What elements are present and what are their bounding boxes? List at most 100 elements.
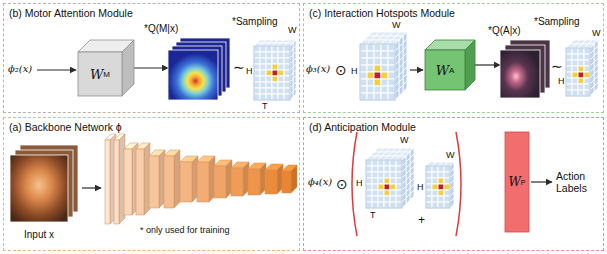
grid-cell	[367, 44, 374, 51]
grid-cell	[578, 48, 584, 54]
grid-cell	[378, 184, 384, 190]
bar-shape	[505, 132, 529, 232]
grid-cell	[284, 88, 290, 94]
grid-cell	[384, 196, 390, 202]
annotation-label: H	[356, 178, 363, 188]
grid-cell	[360, 44, 367, 51]
grid-cell	[438, 166, 444, 172]
caption-holder: *Q(M|x)	[144, 18, 178, 36]
grid-cell	[572, 60, 578, 66]
grid-cell	[396, 166, 402, 172]
grid-cell	[284, 64, 290, 70]
flow-arrow	[82, 187, 101, 188]
grid-cell	[360, 72, 367, 79]
grid-cell	[396, 160, 402, 166]
grid-cell	[254, 46, 260, 52]
grid-cell	[396, 172, 402, 178]
grid-cell	[374, 86, 381, 93]
map-front	[500, 50, 540, 98]
annotation-label: ϕ₂(x)	[8, 63, 32, 75]
annotation-label: ϕ₄(x)	[308, 176, 332, 188]
annotation-label: T	[262, 101, 268, 111]
grid-cell	[366, 160, 372, 166]
flow-connector	[475, 64, 500, 65]
grid-cell	[266, 82, 272, 88]
grid-cell	[278, 58, 284, 64]
cube-front	[78, 52, 122, 96]
grid-cell	[572, 48, 578, 54]
grid-cell	[381, 44, 388, 51]
grid-cell	[272, 52, 278, 58]
grid-cell	[396, 202, 402, 208]
grid-cell	[438, 202, 444, 208]
layer-front	[214, 166, 226, 198]
annotation-label: ⊙	[335, 62, 347, 78]
grid-cell	[381, 65, 388, 72]
grid-cell	[272, 88, 278, 94]
grid-cell	[584, 48, 590, 54]
grid-cell	[566, 84, 572, 90]
grid-outline	[566, 48, 590, 96]
grid-cell	[390, 178, 396, 184]
weight-cube: WM	[78, 40, 134, 96]
grid-cell	[254, 58, 260, 64]
cnn-layers	[105, 134, 297, 224]
layer-front	[149, 156, 159, 208]
grid-cell	[395, 89, 399, 100]
grid-cell	[367, 58, 374, 65]
annotation-label: * only used for training	[140, 225, 230, 235]
grid-cell	[374, 72, 381, 79]
weight-bar: WP	[505, 132, 529, 232]
layer-front	[197, 162, 209, 202]
layer-front	[105, 140, 110, 224]
grid-cell	[566, 90, 572, 96]
grid-cell	[388, 44, 395, 51]
grid-cell	[372, 160, 378, 166]
grid-cell	[403, 81, 407, 92]
grid-cell	[426, 178, 432, 184]
grid-cell	[293, 88, 296, 97]
grid-cell	[384, 178, 390, 184]
annotation-label: H	[558, 76, 565, 86]
layer-front	[180, 162, 192, 202]
annotation-label: T	[370, 210, 376, 220]
grid-cell	[260, 82, 266, 88]
grid-cell	[266, 64, 272, 70]
annotation-label: *Sampling	[232, 16, 278, 28]
grid-cell	[260, 70, 266, 76]
grid-cell	[360, 51, 367, 58]
grid-cell	[578, 90, 584, 96]
grid-cell	[260, 64, 266, 70]
grid-cell	[278, 64, 284, 70]
grid-cell	[272, 82, 278, 88]
grid-cell	[254, 70, 260, 76]
bracket	[352, 132, 461, 236]
annotation-label: ⊙	[336, 176, 348, 192]
grid-cell	[266, 76, 272, 82]
grid-cell	[578, 54, 584, 60]
grid-cell	[444, 196, 450, 202]
annotation-label: +	[418, 214, 425, 228]
grid-cell	[432, 184, 438, 190]
grid-cell	[360, 65, 367, 72]
cube-side	[122, 40, 134, 96]
grid-cell	[438, 178, 444, 184]
layer-front	[124, 149, 132, 215]
grid-cell	[444, 184, 450, 190]
grid-cell	[260, 88, 266, 94]
grid-cell	[366, 196, 372, 202]
grid-cell	[374, 79, 381, 86]
grid-cell	[388, 58, 395, 65]
grid-cell	[260, 46, 266, 52]
annotation-label: ∼	[233, 59, 245, 75]
grid-cell	[432, 172, 438, 178]
grid-cell	[388, 65, 395, 72]
grid-cell	[432, 178, 438, 184]
module-title: (d) Anticipation Module	[309, 121, 598, 134]
grid-cell	[572, 84, 578, 90]
grid-cell	[384, 184, 390, 190]
grid-cell	[572, 90, 578, 96]
grid-cell	[572, 78, 578, 84]
grid-cell	[432, 166, 438, 172]
grid-cell	[590, 86, 594, 96]
